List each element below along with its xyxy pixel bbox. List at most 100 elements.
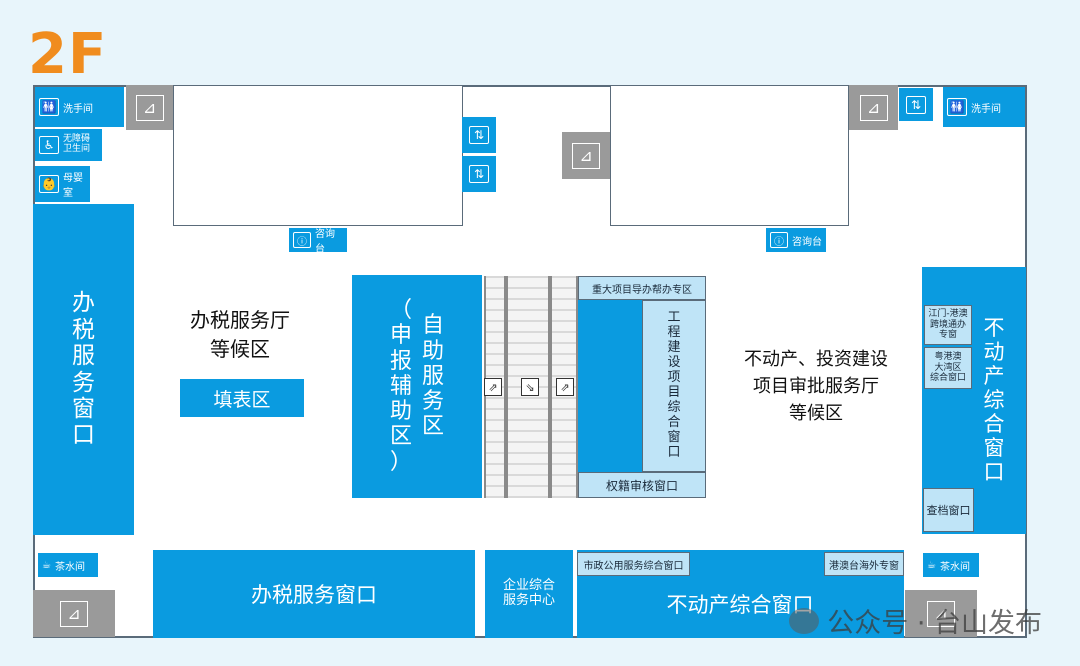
realestate-window-bottom[interactable]: 不动产综合窗口 bbox=[640, 588, 840, 620]
realestate-waiting-area: 不动产、投资建设 项目审批服务厅 等候区 bbox=[730, 346, 902, 427]
escalator-icon: ⇘ bbox=[521, 378, 539, 396]
tax-service-window-bottom[interactable]: 办税服务窗口 bbox=[153, 550, 475, 638]
tax-waiting-area: 办税服务厅 等候区 bbox=[170, 306, 310, 364]
tax-waiting-label-2: 等候区 bbox=[210, 337, 270, 361]
char: 区 bbox=[389, 424, 412, 450]
atrium-room-right bbox=[610, 85, 849, 226]
accessible-label-2: 卫生间 bbox=[63, 144, 91, 154]
char: 综 bbox=[667, 399, 681, 415]
major-project-zone[interactable]: 重大项目导办帮办专区 bbox=[578, 276, 706, 300]
info-desk-icon: ⓘ bbox=[293, 232, 311, 248]
watermark-text: 公众号 · 台山发布 bbox=[827, 608, 1042, 639]
realestate-window-vertical[interactable]: 不 动 产 综 合 窗 口 bbox=[974, 300, 1014, 500]
char: 申 bbox=[389, 323, 412, 349]
char: 合 bbox=[667, 414, 681, 430]
char: ） bbox=[389, 449, 412, 475]
char: 设 bbox=[667, 355, 681, 371]
realestate-waiting-label-2: 项目审批服务厅 bbox=[753, 376, 879, 397]
stairs-bottom-left: ⊿ bbox=[33, 590, 115, 637]
tea-room-label: 茶水间 bbox=[54, 561, 85, 573]
wechat-logo-icon bbox=[789, 607, 820, 634]
info-desk-icon: ⓘ bbox=[770, 232, 788, 248]
line: 专窗 bbox=[938, 330, 957, 341]
restroom-label: 洗手间 bbox=[63, 103, 93, 115]
tax-window-char: 务 bbox=[72, 369, 95, 396]
tax-waiting-label-1: 办税服务厅 bbox=[190, 308, 290, 332]
restroom-icon: 🚻 bbox=[947, 98, 967, 116]
tax-window-char: 口 bbox=[72, 422, 95, 449]
jiangmen-hkm-window[interactable]: 江门-港澳 跨境通办 专窗 bbox=[924, 305, 972, 345]
watermark: 公众号 · 台山发布 bbox=[789, 601, 1042, 640]
enterprise-label-2: 服务中心 bbox=[502, 593, 555, 608]
tea-cup-icon: ☕ bbox=[42, 559, 51, 571]
municipal-label: 市政公用服务综合窗口 bbox=[583, 560, 684, 572]
enterprise-label-1: 企业综合 bbox=[502, 578, 555, 594]
line: 综合窗口 bbox=[929, 373, 966, 384]
self-service-area[interactable]: （ 申 报 辅 助 区 ） 自 助 服 务 区 bbox=[352, 275, 482, 498]
form-filling-area[interactable]: 填表区 bbox=[180, 379, 304, 417]
restroom-right[interactable]: 🚻 洗手间 bbox=[943, 87, 1025, 127]
tax-window-bottom-label: 办税服务窗口 bbox=[251, 583, 377, 607]
char: 产 bbox=[983, 363, 1005, 388]
char: 动 bbox=[983, 339, 1005, 364]
enterprise-service-center[interactable]: 企业综合 服务中心 bbox=[485, 550, 573, 638]
line: 大湾区 bbox=[934, 362, 962, 373]
nursing-room[interactable]: 👶 母婴室 bbox=[35, 166, 90, 202]
accessible-label-1: 无障碍 bbox=[63, 134, 91, 145]
char: 口 bbox=[667, 444, 681, 460]
archive-window[interactable]: 查档窗口 bbox=[923, 488, 974, 532]
tea-cup-icon: ☕ bbox=[927, 559, 936, 571]
major-project-label: 重大项目导办帮办专区 bbox=[592, 284, 692, 296]
stairs-icon: ⊿ bbox=[572, 142, 600, 169]
hkmt-window[interactable]: 港澳台海外专窗 bbox=[824, 552, 904, 576]
form-area-label: 填表区 bbox=[213, 388, 271, 411]
elevator-icon: ⇅ bbox=[469, 126, 489, 144]
nursing-icon: 👶 bbox=[39, 175, 59, 193]
archive-label: 查档窗口 bbox=[926, 504, 971, 517]
char: 助 bbox=[422, 338, 445, 364]
elevator-1[interactable]: ⇅ bbox=[462, 117, 496, 153]
elevator-3[interactable]: ⇅ bbox=[899, 88, 933, 121]
municipal-service-window[interactable]: 市政公用服务综合窗口 bbox=[577, 552, 690, 576]
line: 粤港澳 bbox=[934, 352, 962, 363]
tea-room-label: 茶水间 bbox=[939, 561, 970, 573]
realestate-window-bottom-label: 不动产综合窗口 bbox=[666, 593, 814, 617]
tax-window-char: 税 bbox=[72, 316, 95, 343]
tea-room-right[interactable]: ☕ 茶水间 bbox=[923, 553, 979, 577]
stairs-icon: ⊿ bbox=[60, 600, 88, 627]
elevator-icon: ⇅ bbox=[906, 95, 926, 114]
char: 目 bbox=[667, 385, 681, 400]
info-desk-right[interactable]: ⓘ 咨询台 bbox=[766, 228, 826, 252]
char: 不 bbox=[983, 315, 1005, 340]
title-review-label: 权籍审核窗口 bbox=[605, 478, 678, 493]
title-review-window[interactable]: 权籍审核窗口 bbox=[578, 472, 706, 498]
line: 跨境通办 bbox=[929, 319, 966, 330]
engineering-project-window[interactable]: 工 程 建 设 项 目 综 合 窗 口 bbox=[642, 300, 706, 472]
elevator-2[interactable]: ⇅ bbox=[462, 156, 496, 192]
realestate-waiting-label-3: 等候区 bbox=[789, 403, 843, 424]
restroom-left[interactable]: 🚻 洗手间 bbox=[35, 87, 124, 127]
gba-window[interactable]: 粤港澳 大湾区 综合窗口 bbox=[924, 347, 972, 389]
char: 辅 bbox=[389, 373, 412, 399]
stairs-icon: ⊿ bbox=[859, 94, 888, 121]
accessible-restroom[interactable]: ♿ 无障碍 卫生间 bbox=[35, 129, 102, 161]
engineering-desk-block bbox=[578, 300, 642, 472]
tea-room-left[interactable]: ☕ 茶水间 bbox=[38, 553, 98, 577]
wheelchair-icon: ♿ bbox=[39, 136, 59, 154]
stairs-icon: ⊿ bbox=[135, 94, 164, 121]
info-desk-label: 咨询台 bbox=[315, 229, 335, 255]
char: 务 bbox=[422, 389, 445, 415]
atrium-room-left bbox=[173, 85, 463, 226]
nursing-label: 母婴室 bbox=[63, 173, 83, 199]
stairs-bottom-right: ⊿ bbox=[905, 590, 977, 637]
stairs-top-right: ⊿ bbox=[849, 85, 898, 130]
tax-service-window-left[interactable]: 办 税 服 务 窗 口 bbox=[33, 204, 134, 535]
info-desk-label: 咨询台 bbox=[792, 236, 822, 248]
self-service-col-sub: （ 申 报 辅 助 区 ） bbox=[390, 298, 412, 475]
tax-window-char: 办 bbox=[72, 290, 95, 317]
char: 报 bbox=[389, 348, 412, 374]
self-service-col-main: 自 助 服 务 区 bbox=[422, 313, 444, 439]
info-desk-left[interactable]: ⓘ 咨询台 bbox=[289, 228, 347, 255]
realestate-waiting-label-1: 不动产、投资建设 bbox=[744, 349, 888, 370]
stairs-icon: ⊿ bbox=[927, 600, 955, 627]
